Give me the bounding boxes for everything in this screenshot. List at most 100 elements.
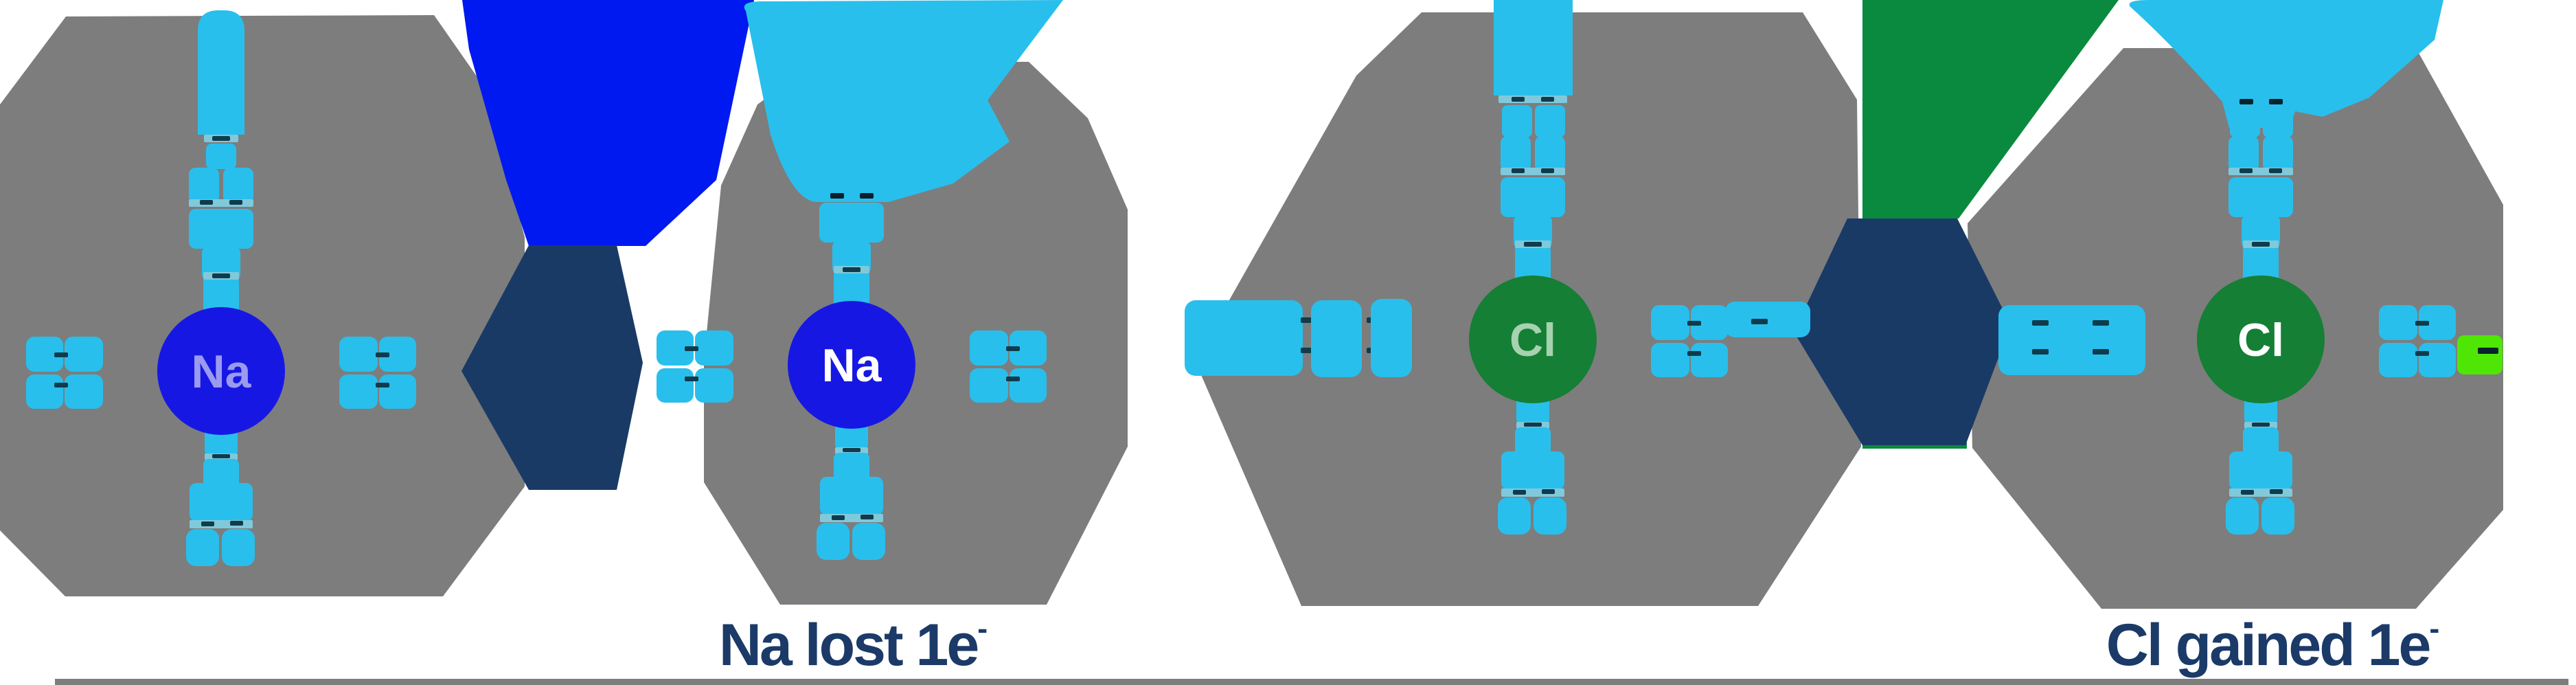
electron-pair [2419, 343, 2456, 377]
electron-block [834, 271, 869, 308]
electron-pair [26, 374, 63, 409]
electron-pair [1010, 330, 1047, 366]
electron-minus [2093, 349, 2109, 355]
electron-pair [1691, 343, 1728, 377]
electron-minus [212, 136, 230, 141]
electron-pair [2226, 497, 2259, 535]
electron-minus [2252, 423, 2270, 427]
electron-pair [2379, 305, 2417, 340]
electron-pair [189, 168, 219, 203]
shell-gap-strip [2229, 489, 2292, 497]
electron-minus [1513, 490, 1526, 495]
atom-cl-ion: Cl [1998, 99, 2503, 535]
electron-minus [2032, 320, 2049, 326]
electron-minus [2239, 168, 2253, 173]
electron-pair [1502, 105, 1532, 137]
electron-minus [212, 454, 230, 458]
shell-gap-strip [820, 514, 883, 522]
electron-pair [2263, 105, 2293, 137]
electron-block [1515, 246, 1551, 283]
electron-pair [1535, 136, 1565, 172]
caption-superscript-minus: - [2429, 612, 2439, 647]
atom-symbol-na-ion: Na [822, 339, 882, 392]
electron-block [832, 241, 871, 273]
electron-pair [1691, 305, 1728, 340]
electron-pair [970, 368, 1008, 403]
electron-pair [1535, 105, 1565, 137]
electron-minus [1687, 321, 1701, 326]
electron-pair [186, 529, 219, 566]
electron-minus [2032, 349, 2049, 355]
electron-minus [2269, 168, 2282, 173]
caption-cl-gained-electron: Cl gained 1e- [2106, 611, 2439, 680]
electron-pair [1651, 305, 1689, 340]
electron-pair [65, 374, 103, 409]
electron-minus [376, 352, 389, 357]
valence-electron-tower [198, 10, 244, 135]
gained-electron [2457, 335, 2503, 374]
electron-block [206, 144, 236, 169]
electron-pair [817, 523, 850, 560]
electron-minus [860, 193, 874, 199]
electron-pair [695, 330, 733, 366]
electron-pair [2229, 136, 2259, 172]
cropped-row-strip [55, 679, 2568, 685]
electron-block [819, 203, 884, 243]
blue-transfer-beam [462, 0, 754, 246]
electron-minus [830, 193, 844, 199]
electron-minus [201, 521, 214, 526]
caption-superscript-minus: - [977, 612, 988, 647]
electron-pair [970, 330, 1008, 366]
electron-pair [1534, 497, 1566, 535]
electron-minus [1524, 242, 1542, 247]
electron-pair [1501, 136, 1531, 172]
cyan-electron-fan-cl-ion [2129, 0, 2443, 128]
shell-gap-strip [1501, 168, 1565, 175]
electron-pair [26, 337, 63, 372]
electron-minus [2415, 321, 2429, 326]
electron-minus [843, 267, 860, 272]
electron-pair [379, 374, 416, 409]
electron-block [203, 278, 239, 315]
atom-na-neutral: Na [26, 10, 416, 566]
electron-pair [1498, 497, 1531, 535]
atom-symbol-cl-ion: Cl [2237, 314, 2284, 366]
caption-text: Na lost 1e [718, 612, 979, 678]
electron-minus [685, 377, 698, 381]
shell-gap-strip [1501, 489, 1564, 497]
electron-pair [2263, 136, 2293, 172]
caption-text: Cl gained 1e [2106, 612, 2432, 678]
electron-block [202, 247, 240, 280]
electron-block [1501, 177, 1565, 217]
electron-minus [1006, 346, 1020, 351]
shell-gap-strip [189, 199, 253, 207]
electron-minus [860, 515, 874, 519]
electron-block [2242, 216, 2280, 248]
nucleus-cl-neutral [1469, 276, 1597, 403]
electron-pair [819, 161, 850, 197]
electron-minus [54, 383, 68, 388]
shell-gap-strip [190, 520, 253, 528]
atom-symbol-na-neutral: Na [192, 346, 252, 398]
electron-pair [2230, 105, 2260, 137]
electron-minus [200, 200, 213, 205]
atom-symbol-cl-neutral: Cl [1509, 314, 1556, 366]
electron-minus [2270, 489, 2283, 494]
electron-minus [2478, 348, 2498, 354]
electron-minus [685, 346, 698, 351]
electron-pair [223, 168, 253, 203]
electron-block [2229, 177, 2293, 217]
electron-block [189, 209, 253, 249]
nucleus-na-ion [788, 301, 915, 429]
electron-pair [339, 374, 378, 409]
electron-pair [2419, 305, 2456, 340]
electron-minus [1524, 423, 1542, 427]
electron-pair [1010, 368, 1047, 403]
electron-pair [1651, 343, 1689, 377]
electron-minus [2269, 99, 2283, 104]
caption-na-lost-electron: Na lost 1e- [718, 611, 988, 680]
electron-band [1311, 300, 1362, 377]
electron-pair [65, 337, 103, 372]
green-transfer-beam [1862, 0, 2119, 218]
electron-pair [339, 337, 378, 372]
